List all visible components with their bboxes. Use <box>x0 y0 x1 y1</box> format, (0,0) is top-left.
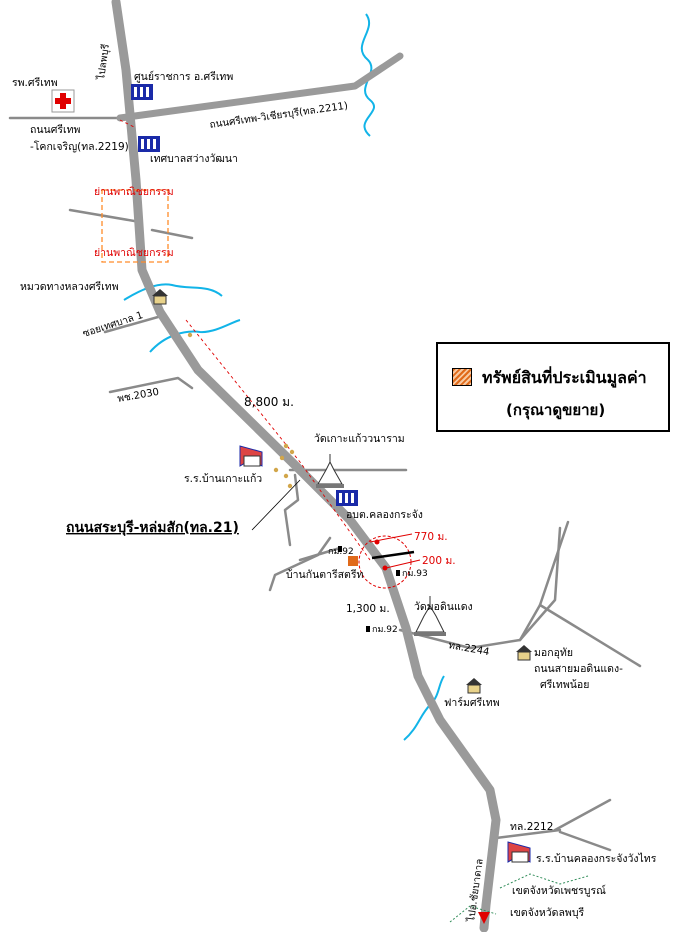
road-2030 <box>108 376 194 394</box>
road-2244-branch <box>538 603 642 668</box>
label-road-2244: ทล.2244 <box>447 640 490 658</box>
municipality-icon <box>138 136 160 152</box>
label-border-phetchabun: เขตจังหวัดเพชรบูรณ์ <box>512 884 606 897</box>
km-post-icon <box>338 546 342 552</box>
label-hospital: รพ.ศรีเทพ <box>12 76 58 89</box>
label-highway-unit: หมวดทางหลวงศรีเทพ <box>20 280 119 293</box>
label-commercial-1: ย่านพาณิชยกรรม <box>94 186 174 198</box>
label-road-2219-b: -โคกเจริญ(ทล.2219) <box>30 140 129 153</box>
minor-roads <box>8 116 642 852</box>
label-school-klong: ร.ร.บ้านคลองกระจังวังไทร <box>536 852 657 865</box>
road-kan-south <box>268 536 332 592</box>
road-stub-2 <box>150 228 194 240</box>
label-temple-mo: วัดมอดินแดง <box>414 601 473 613</box>
road-stub-1 <box>68 208 142 224</box>
asset-parcel <box>348 556 358 566</box>
label-farm: ฟาร์มศรีเทพ <box>444 696 500 709</box>
legend-subtitle: (กรุณาดูขยาย) <box>506 401 606 419</box>
tao-office-icon <box>336 490 358 506</box>
label-tao-office: อบต.คลองกระจัง <box>346 509 423 521</box>
label-road-21: ถนนสระบุรี-หล่มสัก(ทล.21) <box>66 520 239 536</box>
label-school-koh: ร.ร.บ้านเกาะแก้ว <box>184 473 262 485</box>
asset-dot-1 <box>374 539 380 545</box>
shop-markers <box>187 332 295 489</box>
shop-dot <box>279 455 285 461</box>
road-kan-loop <box>283 473 300 547</box>
road-2212 <box>494 828 562 840</box>
road-2212-b <box>553 798 612 832</box>
label-to-lopburi: ไปลพบุรี <box>95 43 112 82</box>
shop-dot <box>187 332 193 338</box>
uthai-house-icon <box>516 645 532 661</box>
label-gov-center: ศูนย์ราชการ อ.ศรีเทพ <box>134 70 233 83</box>
shop-dot <box>289 449 295 455</box>
road-21-leader <box>251 479 301 531</box>
label-temple-koh: วัดเกาะแก้ววนาราม <box>314 433 405 445</box>
legend-box: ทรัพย์สินที่ประเมินมูลค่า (กรุณาดูขยาย) <box>436 342 670 432</box>
label-municipality: เทศบาลสว่างวัฒนา <box>150 153 238 165</box>
school-klong-icon <box>507 841 531 863</box>
shop-dot <box>287 483 293 489</box>
hospital-leader <box>119 119 137 129</box>
province-border-lopburi <box>449 905 497 923</box>
label-km92-b: กม.92 <box>372 625 398 635</box>
label-road-mo-b: ศรีเทพน้อย <box>540 678 589 691</box>
label-km92-a: กม.92 <box>328 547 354 557</box>
shop-dot <box>283 443 289 449</box>
river-soi <box>149 319 241 353</box>
label-dist-1300: 1,300 ม. <box>346 603 390 615</box>
label-road-2212: ทล.2212 <box>510 821 553 833</box>
south-arrow <box>478 912 490 924</box>
label-dist-200: 200 ม. <box>422 555 456 567</box>
road-kan-mid <box>298 546 342 562</box>
road-2211 <box>116 52 404 122</box>
label-dist-8800: 8,800 ม. <box>244 395 294 409</box>
km-marker-icons <box>338 546 400 632</box>
temple-mo-icon <box>414 596 446 636</box>
highway-21 <box>111 0 501 932</box>
label-road-mo-a: ถนนสายมอดินแดง- <box>534 663 623 675</box>
highway-unit-house-icon <box>152 289 168 305</box>
river-hwy-unit <box>123 283 223 301</box>
label-km93: กม.93 <box>402 569 428 579</box>
province-border-phetchabun <box>499 873 589 889</box>
shop-dot <box>283 473 289 479</box>
school-koh-icon <box>239 445 263 467</box>
line-200 <box>385 559 421 569</box>
label-soi-1: ซอยเทศบาล 1 <box>82 310 145 340</box>
km-post-icon <box>396 570 400 576</box>
km-post-icon <box>366 626 370 632</box>
commercial-zone-box <box>101 189 169 263</box>
road-2212-c <box>558 830 612 852</box>
road-soi-1 <box>103 313 167 334</box>
temple-koh-icon <box>316 454 344 488</box>
shop-dot <box>273 467 279 473</box>
asset-dot-2 <box>382 565 388 571</box>
label-road-2219-a: ถนนศรีเทพ <box>30 123 81 136</box>
farm-house-icon <box>466 678 482 694</box>
distance-guide-line <box>185 319 371 561</box>
gov-center-icon <box>131 84 153 100</box>
label-dist-770: 770 ม. <box>414 531 448 543</box>
label-border-lopburi: เขตจังหวัดลพบุรี <box>510 906 585 919</box>
legend-title: ทรัพย์สินที่ประเมินมูลค่า <box>482 368 647 387</box>
asset-road-black <box>371 550 415 560</box>
asset-swatch-icon <box>452 368 472 386</box>
label-village-kan: บ้านกันตารีสตรีท <box>286 568 363 581</box>
hospital-icon <box>51 89 75 113</box>
label-uthai: มอกอุทัย <box>534 647 573 659</box>
label-commercial-2: ย่านพาณิชยกรรม <box>94 247 174 259</box>
road-2244-north <box>518 526 562 642</box>
